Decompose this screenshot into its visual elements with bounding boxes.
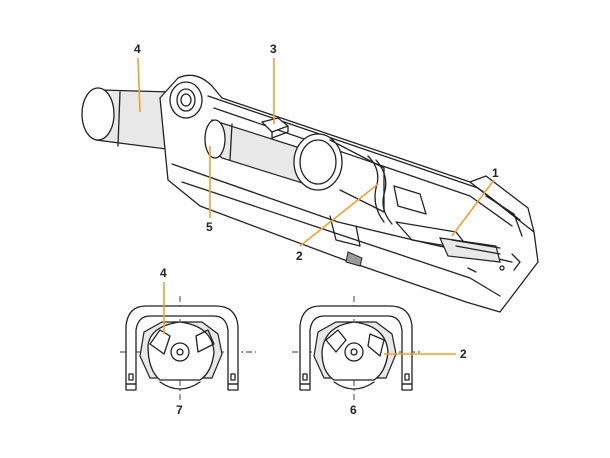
leader-2: [299, 183, 379, 247]
barrel-muzzle: [81, 87, 175, 151]
callout-2: 2: [296, 249, 303, 263]
extractor-spring: [367, 155, 427, 225]
callout-4: 4: [134, 42, 141, 56]
rear-ring: [169, 81, 203, 119]
callout-1: 1: [492, 166, 499, 180]
leader-4: [137, 57, 141, 113]
section-left: 4 7: [120, 266, 256, 417]
top-callouts: 4 3 1 5 2: [134, 42, 499, 263]
slide-body: [159, 74, 539, 313]
chamber-ring: [293, 133, 385, 213]
slide-cutaway-assembly: [81, 74, 539, 313]
section-right: 2 6: [292, 296, 467, 417]
callout-left-7: 7: [176, 403, 183, 417]
top-leaders: [137, 57, 495, 247]
callout-right-2: 2: [460, 347, 467, 361]
callout-5: 5: [206, 220, 213, 234]
callout-left-4: 4: [160, 266, 167, 280]
leader-1: [451, 179, 495, 237]
callout-right-6: 6: [350, 403, 357, 417]
callout-3: 3: [270, 42, 277, 56]
indicator-block: [261, 117, 289, 139]
